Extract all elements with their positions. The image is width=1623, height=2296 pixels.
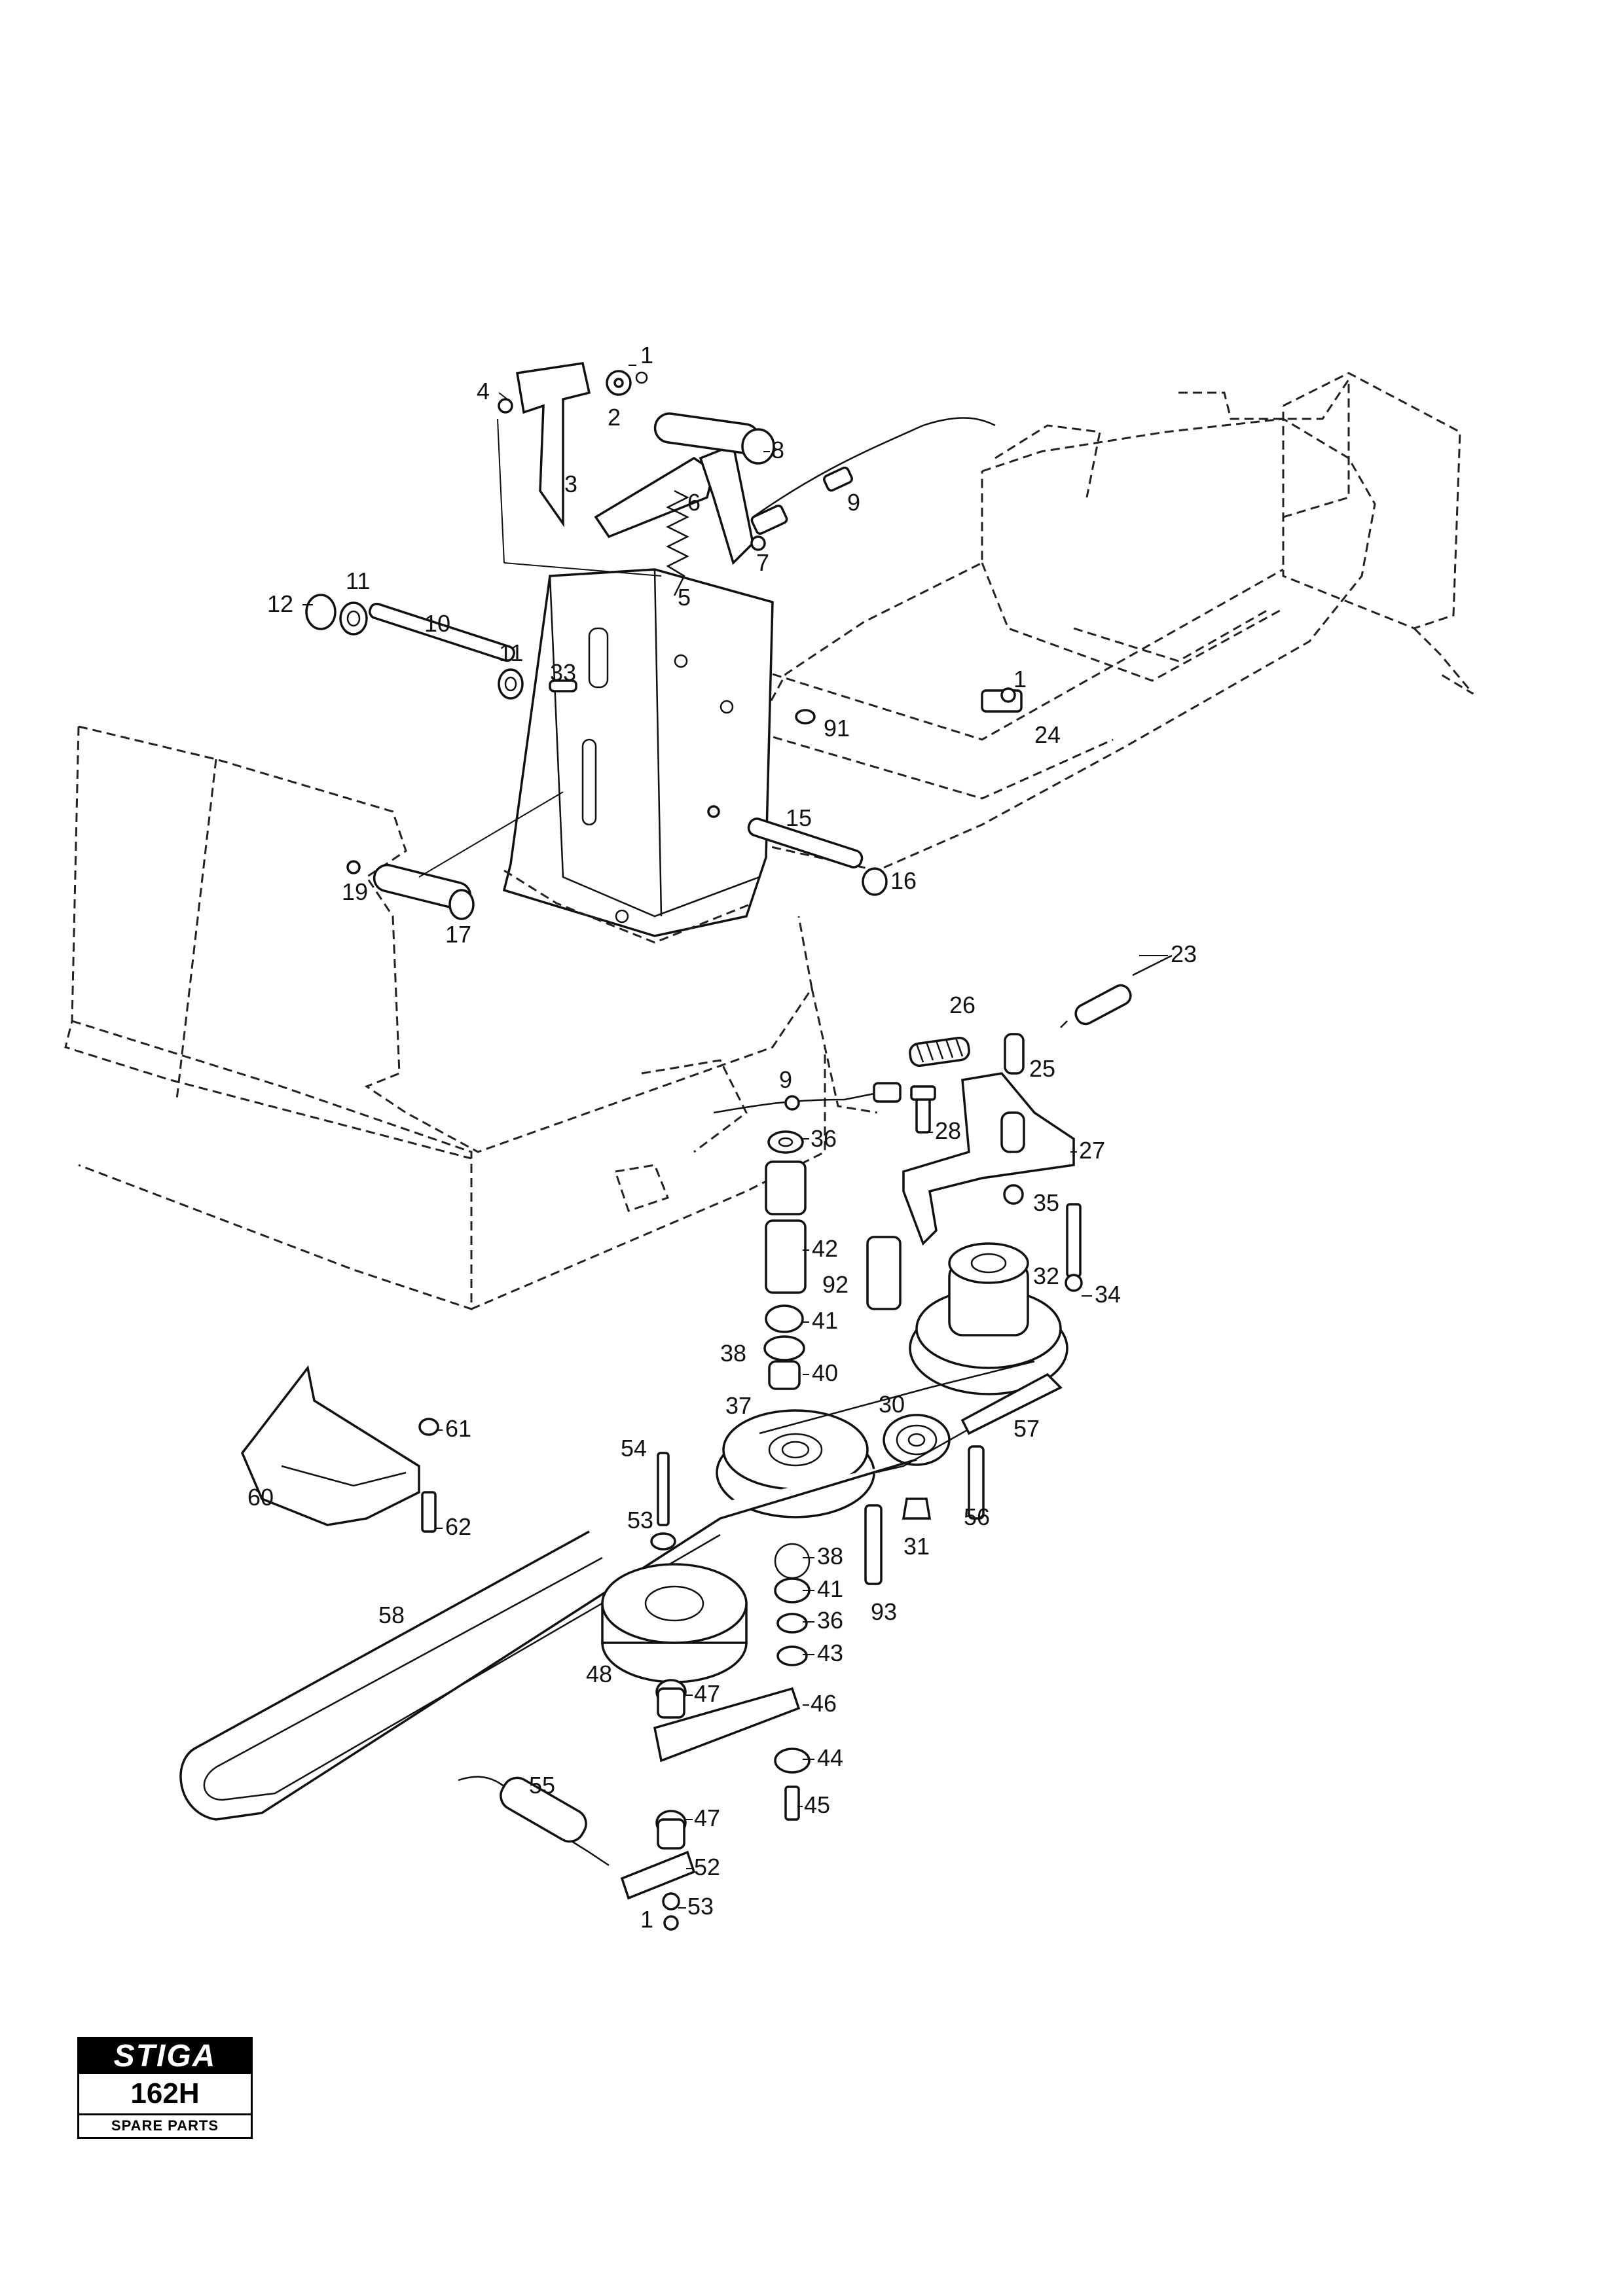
logo-model: 162H (130, 2077, 200, 2109)
cable-lower (713, 1082, 902, 1114)
part-label: 38 (720, 1340, 746, 1367)
part-label: 31 (903, 1533, 930, 1560)
part-label: 36 (811, 1125, 837, 1152)
part-label: 11 (346, 567, 370, 594)
part-label: 4 (477, 378, 490, 404)
part-label: 60 (247, 1484, 274, 1511)
shaft-assembly-10 (305, 594, 577, 700)
part-label: 33 (550, 659, 576, 686)
part-label: 56 (964, 1503, 990, 1530)
part-label: 53 (627, 1507, 653, 1534)
part-label: 62 (445, 1513, 471, 1540)
part-label: 43 (817, 1640, 843, 1666)
part-label: 28 (935, 1117, 961, 1144)
part-label: 32 (1033, 1263, 1059, 1289)
part-label: 24 (1034, 721, 1061, 748)
part-labels: 1 2 3 4 5 6 7 8 9 10 11 11 12 33 1 24 91… (247, 342, 1197, 1933)
stiga-logo: STIGA 162H SPARE PARTS (77, 2037, 253, 2139)
bracket-60 (240, 1365, 439, 1533)
part-label: 38 (817, 1543, 843, 1570)
pulley-32 (909, 1242, 1068, 1395)
part-label: 8 (771, 437, 784, 463)
part-label: 2 (608, 404, 621, 431)
part-label: 54 (621, 1435, 647, 1462)
part-label: 12 (267, 590, 293, 617)
part-label: 47 (694, 1680, 720, 1707)
part-label: 7 (756, 549, 769, 576)
part-label: 37 (725, 1392, 752, 1419)
part-label: 57 (1013, 1415, 1040, 1442)
part-label: 36 (817, 1607, 843, 1634)
part-label: 3 (564, 471, 577, 497)
part-label: 45 (804, 1791, 830, 1818)
part-label: 93 (871, 1598, 897, 1625)
part-label: 11 (499, 639, 523, 666)
part-label: 40 (812, 1359, 838, 1386)
part-label: 1 (1013, 666, 1027, 692)
part-label: 15 (786, 804, 812, 831)
springs (458, 954, 1173, 1867)
part-label: 58 (378, 1602, 405, 1628)
lever-assembly (497, 362, 996, 596)
part-label: 61 (445, 1415, 471, 1442)
part-label: 17 (445, 921, 471, 948)
part-label: 41 (812, 1307, 838, 1334)
pivot-pins (346, 687, 1023, 920)
idler-pulley-30 (864, 1414, 951, 1585)
part-label: 1 (640, 342, 653, 368)
part-label: 16 (890, 867, 917, 894)
part-label: 92 (822, 1271, 848, 1298)
part-label: 35 (1033, 1189, 1059, 1216)
hardware-stack (620, 1452, 811, 1931)
part-label: 5 (678, 584, 691, 611)
part-label: 55 (529, 1772, 555, 1799)
part-label: 1 (640, 1906, 653, 1933)
belt-58 (179, 1458, 917, 1821)
part-label: 41 (817, 1575, 843, 1602)
part-label: 91 (824, 715, 850, 742)
part-label: 42 (812, 1235, 838, 1262)
part-label: 44 (817, 1744, 843, 1771)
console-bracket (502, 568, 774, 944)
part-label: 23 (1171, 941, 1197, 967)
part-label: 6 (687, 489, 701, 516)
part-label: 10 (424, 610, 450, 637)
part-label: 46 (811, 1690, 837, 1717)
part-label: 30 (879, 1391, 905, 1418)
part-label: 48 (586, 1660, 612, 1687)
logo-subtitle: SPARE PARTS (79, 2113, 251, 2136)
part-label: 53 (687, 1893, 714, 1920)
part-label: 9 (847, 489, 860, 516)
pulley-48 (601, 1563, 748, 1683)
tensioner-arm-27 (902, 1033, 1075, 1246)
part-label: 27 (1079, 1137, 1105, 1164)
part-label: 9 (779, 1066, 792, 1093)
part-label: 34 (1095, 1281, 1121, 1308)
part-label: 52 (694, 1854, 720, 1880)
part-label: 47 (694, 1804, 720, 1831)
part-label: 26 (949, 992, 976, 1018)
part-label: 25 (1029, 1055, 1055, 1082)
part-label: 19 (342, 878, 368, 905)
logo-brand: STIGA (79, 2039, 251, 2074)
spindle-stack (763, 1085, 1083, 1390)
